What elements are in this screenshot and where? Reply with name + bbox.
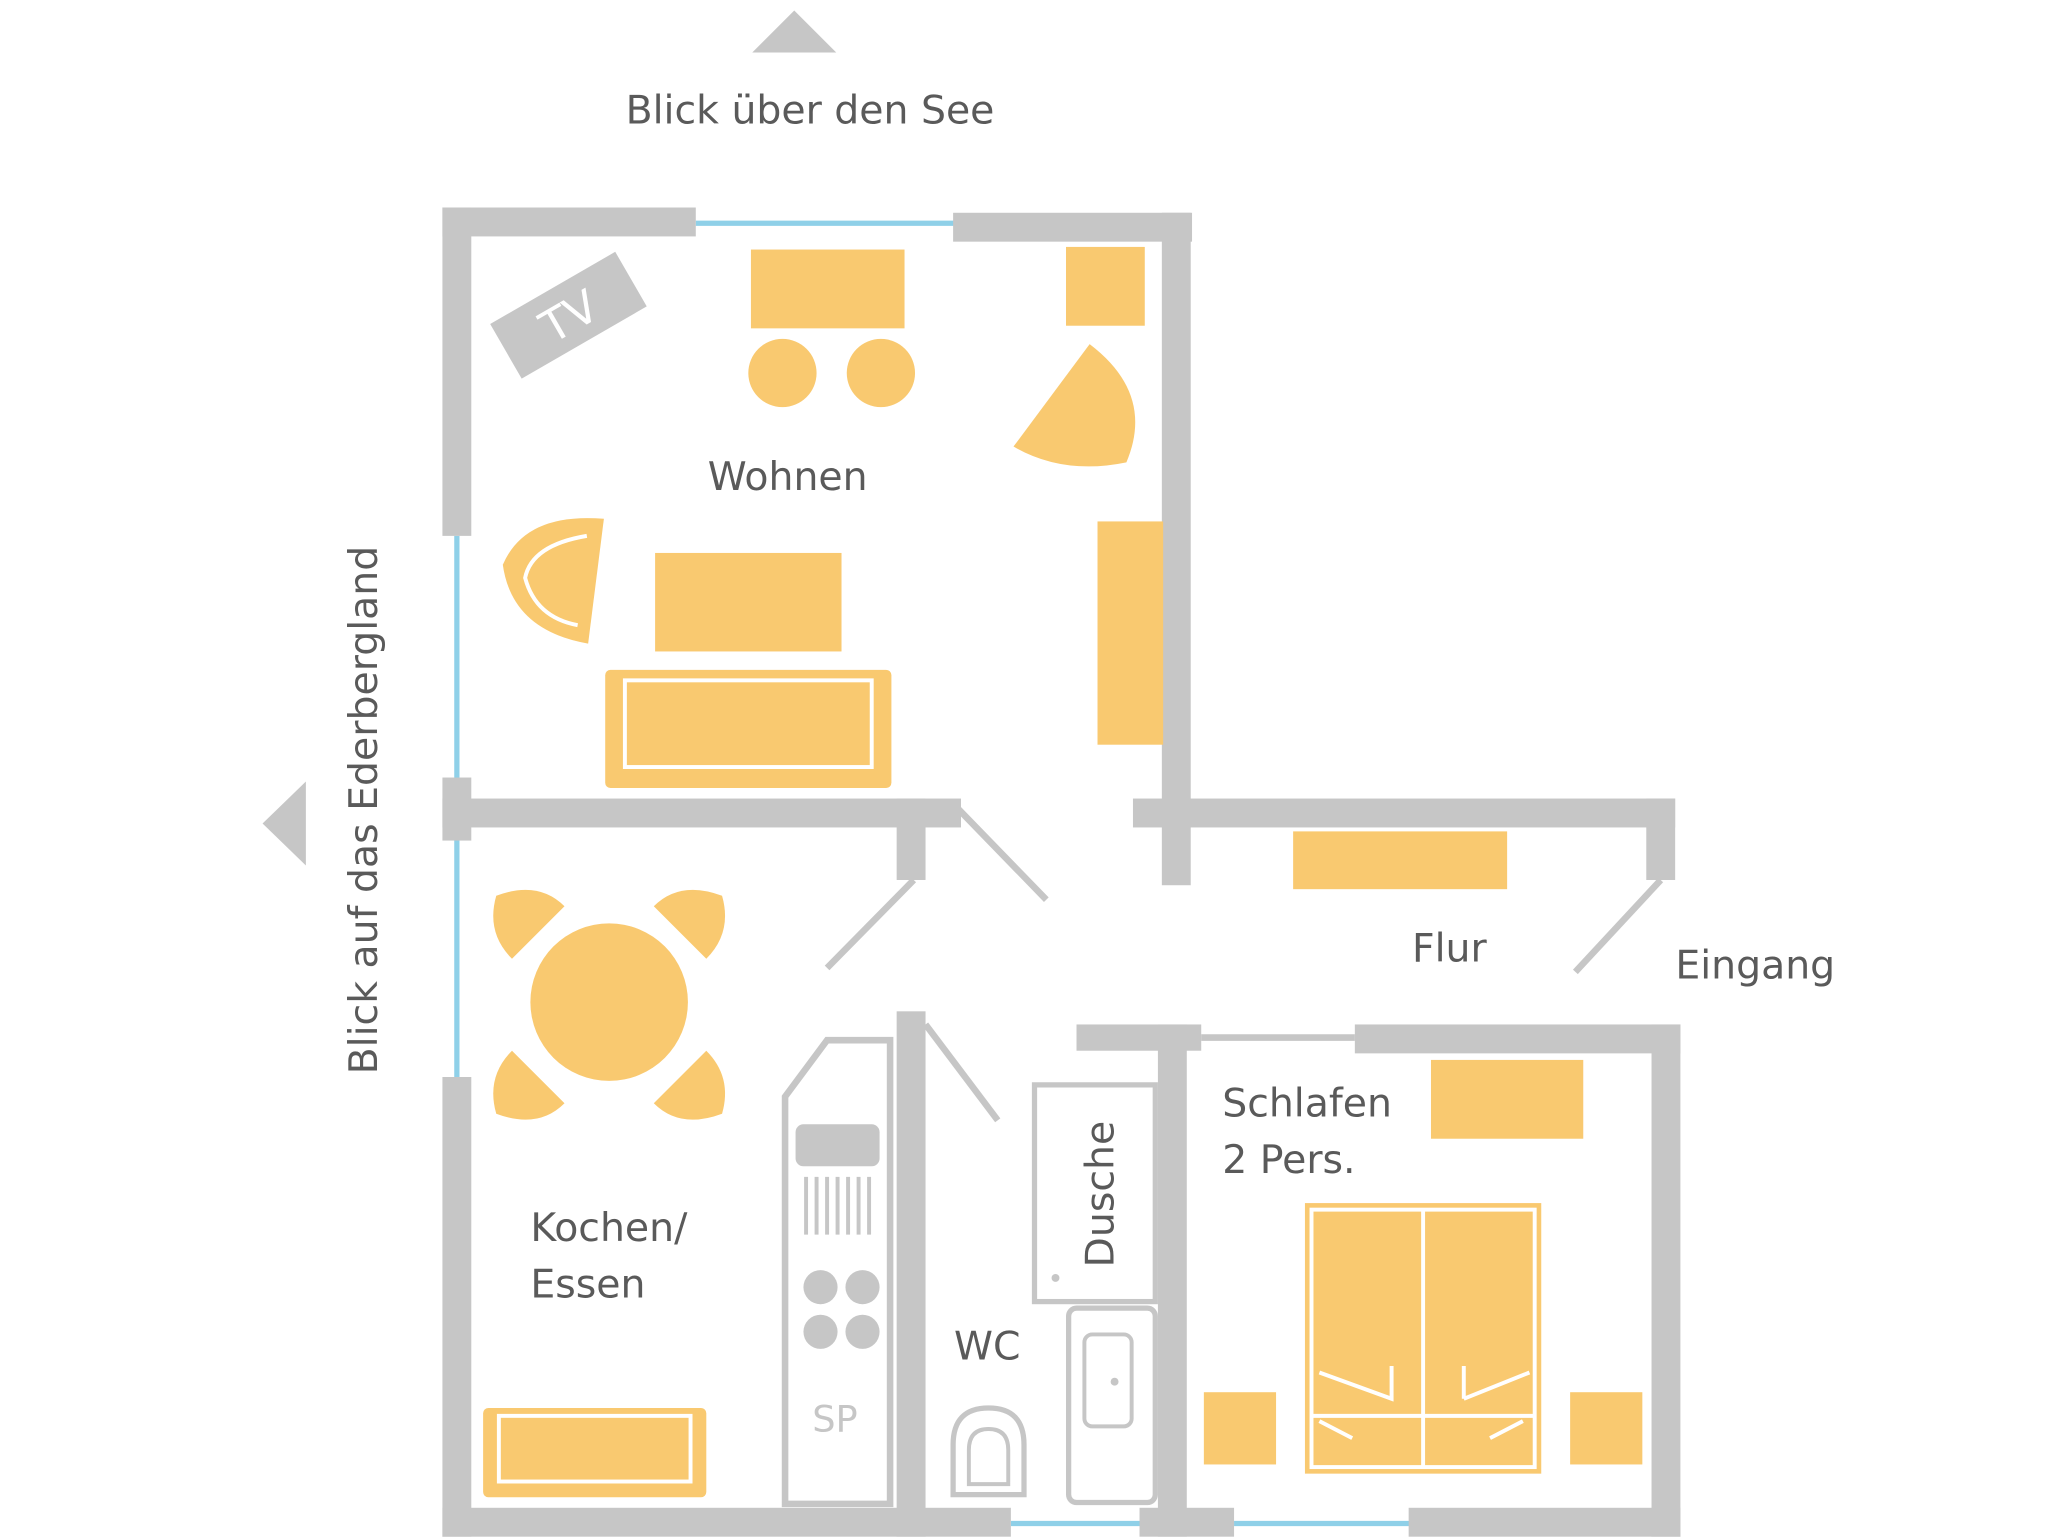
double-bed — [1304, 1203, 1542, 1474]
washbasin — [1066, 1305, 1158, 1506]
wardrobe — [1293, 831, 1508, 890]
windows — [454, 220, 1412, 1527]
chair — [653, 889, 726, 959]
sofa — [605, 669, 892, 789]
walls — [442, 207, 1681, 1537]
chair — [493, 1050, 565, 1120]
room-label-essen: Essen — [530, 1262, 645, 1308]
shower-label: Dusche — [1077, 1121, 1123, 1268]
room-label-schlafen: Schlafen — [1222, 1080, 1392, 1126]
coffee-table — [655, 552, 842, 652]
room-label-wc: WC — [954, 1323, 1020, 1369]
kitchen-unit: SP — [781, 1036, 894, 1508]
chair — [653, 1050, 726, 1120]
stove-burner-icon — [845, 1314, 880, 1349]
room-label-flur: Flur — [1412, 925, 1488, 971]
sink-icon — [795, 1124, 880, 1167]
armchair — [1013, 344, 1136, 467]
view-left-label: Blick auf das Ederbergland — [341, 546, 387, 1075]
desk — [750, 249, 905, 329]
toilet-icon — [950, 1405, 1027, 1498]
cabinet — [1097, 521, 1164, 745]
room-label-wohnen: Wohnen — [708, 454, 868, 500]
stool — [748, 338, 817, 408]
dresser — [1430, 1059, 1584, 1139]
side-table — [1066, 246, 1145, 326]
bench — [483, 1407, 707, 1498]
armchair — [502, 518, 604, 644]
dining-table — [530, 923, 688, 1081]
stove-burner-icon — [803, 1314, 838, 1349]
stove-burner-icon — [845, 1270, 880, 1305]
tv: TV — [490, 251, 647, 379]
room-label-persons: 2 Pers. — [1222, 1137, 1355, 1183]
chair — [493, 889, 565, 959]
view-top-label: Blick über den See — [626, 87, 995, 133]
stove-burner-icon — [803, 1270, 838, 1305]
entrance-label: Eingang — [1675, 942, 1835, 988]
room-label-kochen: Kochen/ — [530, 1205, 688, 1251]
doors — [824, 806, 1664, 1123]
nightstand — [1570, 1392, 1643, 1465]
arrow-left-icon — [262, 781, 306, 866]
shower — [1031, 1082, 1158, 1305]
dishwasher-label: SP — [812, 1398, 857, 1441]
nightstand — [1203, 1392, 1277, 1465]
stool — [846, 338, 916, 408]
arrow-up-icon — [752, 10, 837, 53]
